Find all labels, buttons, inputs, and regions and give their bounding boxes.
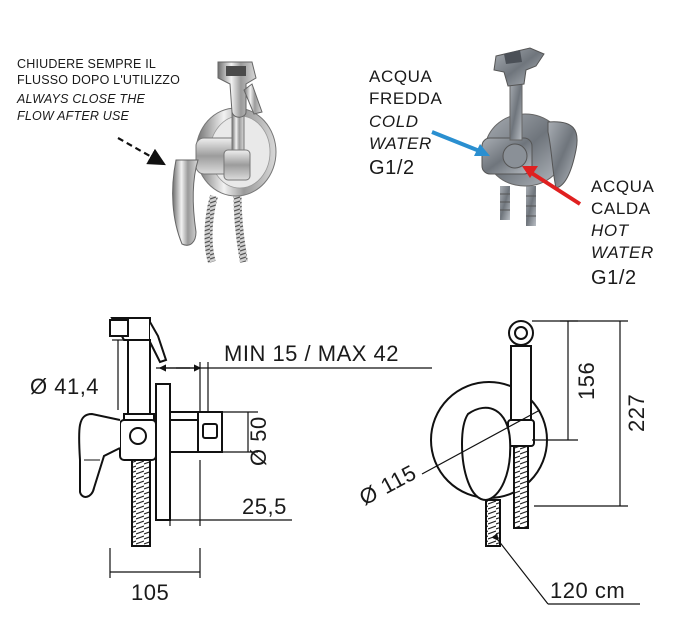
cold-water-arrow (431, 130, 483, 154)
hot-label-it-2: CALDA (591, 199, 651, 218)
hot-water-arrowhead (522, 166, 538, 178)
dim-plate-diameter-side: Ø 41,4 (30, 374, 100, 399)
front-view-dimension-lines (421, 320, 640, 605)
side-view-drawing (78, 317, 223, 547)
dim-total-height: 227 (624, 393, 649, 432)
hot-label-en-2: WATER (591, 243, 654, 262)
front-view-drawing (430, 320, 548, 547)
note-close-flow-it-2: FLUSSO DOPO L'UTILIZZO (17, 73, 181, 87)
cold-label-en-1: COLD (369, 112, 419, 131)
close-flow-arrow (117, 137, 166, 166)
dim-offset: 25,5 (242, 494, 287, 519)
dim-hose-length: 120 cm (550, 578, 626, 603)
side-view-dimension-lines (109, 339, 432, 578)
note-close-flow-en-2: FLOW AFTER USE (17, 109, 130, 123)
hot-label-en-1: HOT (591, 221, 629, 240)
product-photo-chrome (172, 61, 277, 264)
cold-label-it-2: FREDDA (369, 89, 443, 108)
dim-height-outlet: 156 (574, 361, 599, 400)
hot-water-arrow (528, 170, 582, 206)
note-close-flow-it-1: CHIUDERE SEMPRE IL (17, 57, 157, 71)
hot-label-it-1: ACQUA (591, 177, 655, 196)
note-close-flow-en-1: ALWAYS CLOSE THE (17, 92, 146, 106)
product-photo-steel (481, 47, 578, 226)
dim-min-max: MIN 15 / MAX 42 (224, 341, 400, 366)
cold-label-en-2: WATER (369, 134, 432, 153)
dim-depth: 105 (131, 580, 170, 605)
cold-water-arrowhead (474, 144, 490, 156)
cold-label-it-1: ACQUA (369, 67, 433, 86)
dim-body-diameter: Ø 50 (246, 416, 271, 466)
hot-thread-size: G1/2 (591, 267, 637, 289)
cold-thread-size: G1/2 (369, 157, 415, 179)
